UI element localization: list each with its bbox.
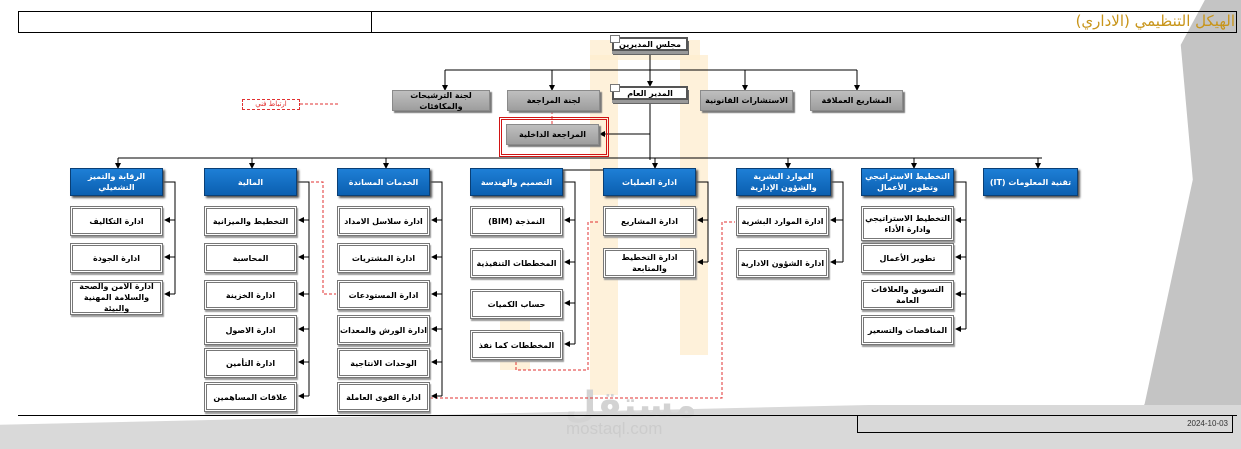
department-spine-line [563,181,576,344]
unit-box[interactable]: ادارة سلاسل الامداد [337,206,430,236]
unit-box[interactable]: ادارة المشتريات [337,243,430,273]
unit-box[interactable]: المناقصات والتسعير [861,315,954,345]
department-header[interactable]: الخدمات المساندة [337,168,430,196]
unit-box[interactable]: ادارة الاصول [204,315,297,345]
committee-nominations-rewards[interactable]: لجنة الترشيحات والمكافئات [392,90,490,111]
department-spine-line [954,181,967,329]
department-header[interactable]: الرقابة والتميز التشغيلي [70,168,163,196]
unit-box[interactable]: ادارة التخطيط والمتابعة [603,248,696,278]
unit-box[interactable]: ادارة الجودة [70,243,163,273]
page-title: الهيكل التنظيمي (الاداري) [1075,12,1235,30]
footer-date: 2024-10-03 [1187,419,1228,428]
unit-box[interactable]: ادارة التأمين [204,348,297,378]
internal-audit-highlight [499,117,609,157]
department-header[interactable]: المالية [204,168,297,196]
unit-box[interactable]: الوحدات الانتاجية [337,348,430,378]
department-header[interactable]: تقنية المعلومات (IT) [983,168,1078,196]
footer-line [18,415,1237,416]
watermark-logo-arabic: مستقل [565,385,697,426]
unit-box[interactable]: علاقات المساهمين [204,382,297,412]
committee-legal-consulting[interactable]: الاستشارات القانونية [700,90,793,111]
title-bar [18,11,1237,33]
unit-box[interactable]: التخطيط والميزانية [204,206,297,236]
general-manager-box[interactable]: المدير العام [610,84,688,100]
department-header[interactable]: التصميم والهندسة [470,168,563,196]
unit-box[interactable]: ادارة المستودعات [337,280,430,310]
unit-box[interactable]: حساب الكميات [470,289,563,319]
unit-box[interactable]: ادارة الشؤون الادارية [736,248,829,278]
unit-box[interactable]: ادارة التكاليف [70,206,163,236]
technical-link-note: ارتباط فني [242,99,300,110]
unit-box[interactable]: التخطيط الاستراتيجي وادارة الأداء [861,206,954,241]
title-divider [371,11,372,33]
committee-mega-projects[interactable]: المشاريع العملاقة [810,90,903,111]
internal-audit-box[interactable]: المراجعة الداخلية [506,124,599,145]
board-of-directors-box[interactable]: مجلس المديرين [610,35,688,51]
department-header[interactable]: الموارد البشرية والشؤون الإدارية [736,168,831,196]
department-spine-line [831,181,844,262]
department-header[interactable]: ادارة العمليات [603,168,696,196]
unit-box[interactable]: ادارة الموارد البشرية [736,206,829,236]
department-spine-line [163,181,176,294]
unit-box[interactable]: تطوير الأعمال [861,243,954,273]
unit-box[interactable]: ادارة الخزينة [204,280,297,310]
department-header[interactable]: التخطيط الاستراتيجي وتطوير الأعمال [861,168,954,196]
unit-box[interactable]: المخططات كما نفذ [470,330,563,360]
footer-date-box: 2024-10-03 [857,416,1233,433]
unit-box[interactable]: ادارة المشاريع [603,206,696,236]
unit-box[interactable]: المحاسبة [204,243,297,273]
department-spine-line [430,181,443,396]
unit-box[interactable]: ادارة الامن والصحة والسلامة المهنية والب… [70,280,163,315]
unit-box[interactable]: المخططات التنفيذية [470,248,563,278]
unit-box[interactable]: النمذجة (BIM) [470,206,563,236]
unit-box[interactable]: ادارة الورش والمعدات [337,315,430,345]
unit-box[interactable]: ادارة القوى العاملة [337,382,430,412]
department-spine-line [696,181,709,262]
department-spine-line [297,181,310,396]
unit-box[interactable]: التسويق والعلاقات العامة [861,280,954,310]
watermark-logo-url: mostaql.com [566,419,663,438]
committee-audit[interactable]: لجنة المراجعة [507,90,600,111]
